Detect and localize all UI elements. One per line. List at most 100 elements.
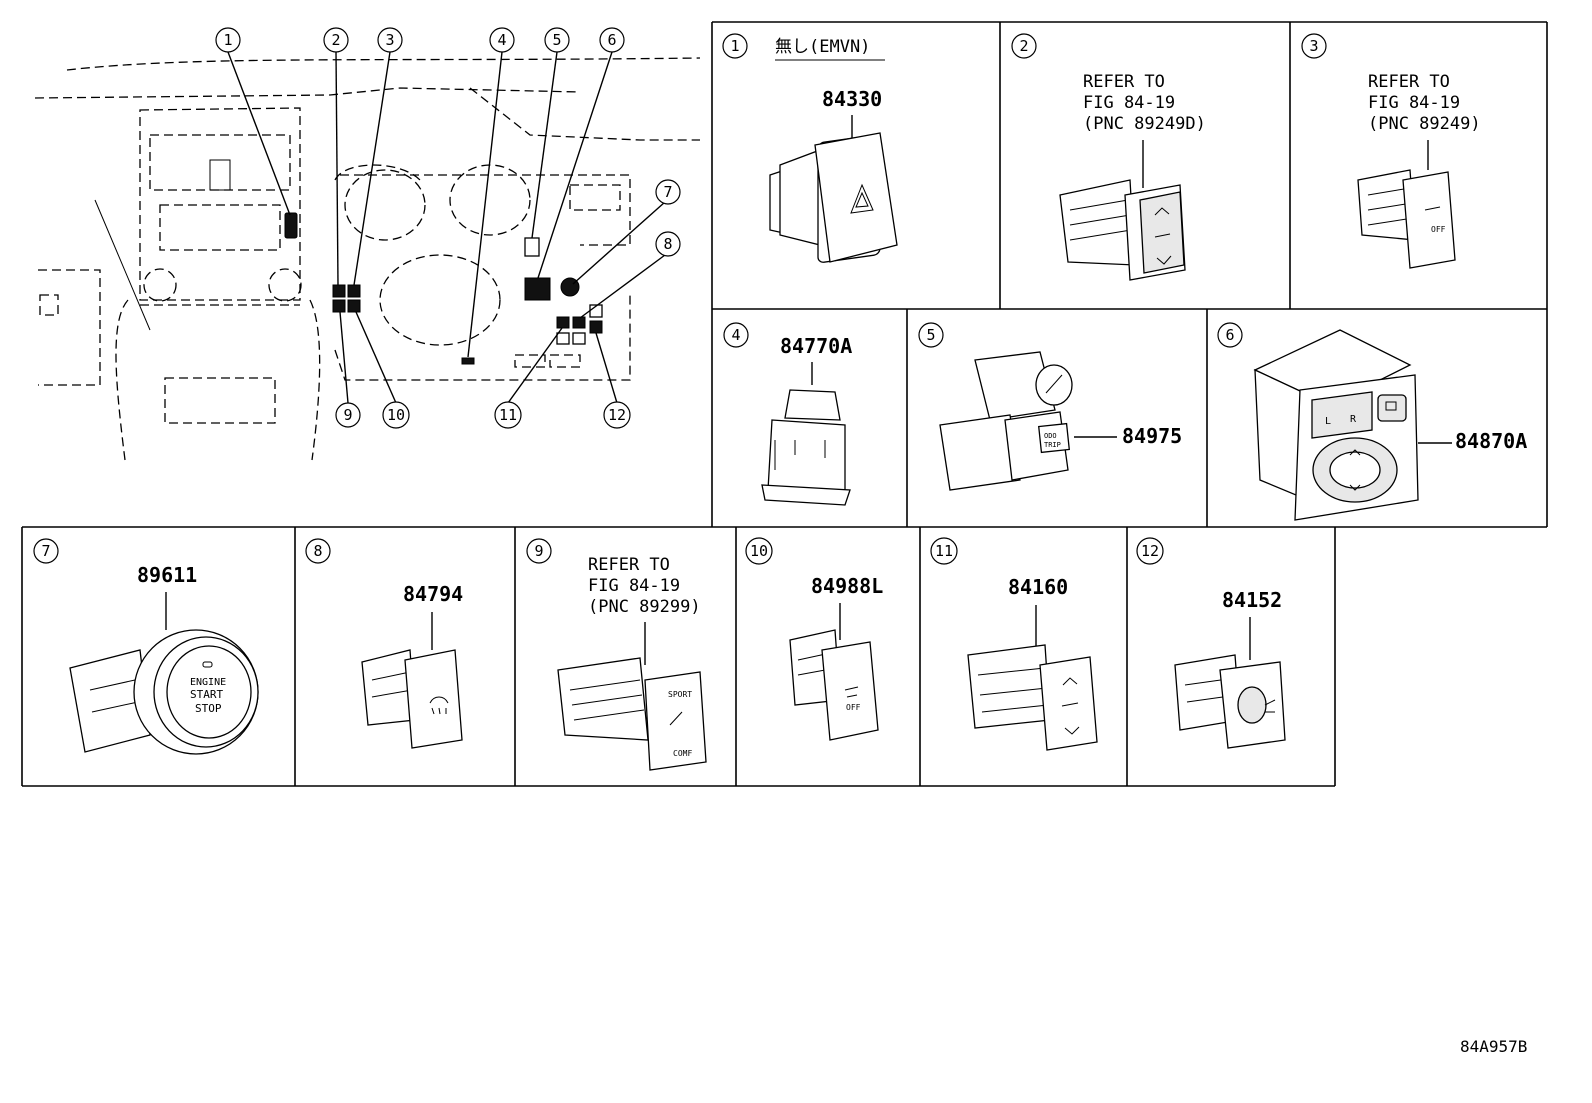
defroster-switch-drawing	[361, 649, 463, 749]
steering-hub	[379, 254, 501, 346]
svg-text:1: 1	[223, 31, 232, 49]
loc-12	[589, 320, 603, 334]
svg-text:REFER TO: REFER TO	[1368, 72, 1450, 92]
svg-text:(PNC 89249D): (PNC 89249D)	[1083, 114, 1206, 134]
svg-text:11: 11	[499, 406, 517, 424]
part-number-84152: 84152	[1222, 588, 1282, 612]
sensor-switch-drawing	[761, 389, 851, 506]
traction-control-switch-drawing: OFF	[789, 629, 879, 741]
loc-empty-b	[556, 332, 570, 345]
dimmer-icon	[1264, 699, 1276, 713]
panel-6: 6 84870A L R	[1217, 322, 1527, 521]
hazard-switch-location	[284, 212, 298, 239]
svg-text:3: 3	[385, 31, 394, 49]
callout-6: 6	[599, 27, 625, 53]
left-trim-line	[94, 199, 151, 331]
part-number-84988L: 84988L	[811, 574, 883, 598]
svg-text:FIG 84-19: FIG 84-19	[1083, 93, 1175, 113]
top-grid	[22, 21, 1548, 528]
loc-empty-c	[572, 332, 586, 345]
panel-10: 10 84988L OFF	[745, 537, 883, 741]
loc-10	[347, 299, 361, 313]
svg-text:TRIP: TRIP	[1044, 441, 1061, 449]
mirror-control-switch-drawing: L R	[1253, 329, 1419, 521]
svg-text:7: 7	[41, 542, 50, 560]
upper-display	[149, 134, 291, 191]
part-number-84794: 84794	[403, 582, 463, 606]
svg-text:9: 9	[343, 406, 352, 424]
svg-text:12: 12	[608, 406, 626, 424]
speedometer	[449, 164, 531, 236]
svg-text:12: 12	[1141, 542, 1159, 560]
left-knob	[143, 268, 177, 302]
arrow-up-icon	[1062, 677, 1078, 686]
loc-8	[572, 316, 586, 329]
svg-text:6: 6	[607, 31, 616, 49]
lower-slot-b	[549, 354, 581, 368]
mirror-heater-switch-drawing: OFF	[1357, 169, 1456, 269]
svg-text:(PNC 89299): (PNC 89299)	[588, 597, 701, 617]
callout-5: 5	[544, 27, 570, 53]
traction-off-icon	[844, 686, 859, 698]
drive-mode-switch-drawing: SPORT COMF	[557, 657, 707, 771]
meter-hood-left	[334, 164, 421, 181]
part-number-84160: 84160	[1008, 575, 1068, 599]
bottom-grid	[21, 527, 1336, 787]
hazard-switch-drawing	[769, 132, 898, 263]
svg-text:REFER TO: REFER TO	[588, 555, 670, 575]
off-label: OFF	[1431, 225, 1446, 234]
mirror-icon	[1424, 206, 1441, 211]
passenger-dash	[38, 269, 101, 386]
svg-text:REFER TO: REFER TO	[1083, 72, 1165, 92]
part-number-89611: 89611	[137, 563, 197, 587]
headlamp-leveling-switch-drawing	[967, 644, 1098, 751]
callout-leaders	[227, 51, 666, 404]
svg-text:1: 1	[730, 37, 739, 55]
dash-upper-edge	[34, 87, 581, 99]
radio-unit	[159, 204, 281, 251]
multi-display	[569, 184, 621, 211]
svg-text:10: 10	[387, 406, 405, 424]
svg-text:SPORT: SPORT	[668, 690, 692, 699]
mirror-fold-switch-drawing	[1059, 179, 1186, 281]
glovebox-latch	[39, 294, 59, 316]
svg-text:OFF: OFF	[846, 703, 861, 712]
svg-text:COMF: COMF	[673, 749, 692, 758]
svg-text:8: 8	[313, 542, 322, 560]
arrow-down-icon	[1349, 484, 1361, 491]
callout-2: 2	[323, 27, 349, 53]
lower-dash-panel	[334, 295, 631, 381]
svg-text:10: 10	[750, 542, 768, 560]
panel-1-note: 無し(EMVN)	[775, 37, 870, 57]
svg-text:FIG 84-19: FIG 84-19	[588, 576, 680, 596]
lower-slot-a	[514, 354, 546, 368]
svg-text:L: L	[1325, 416, 1331, 427]
right-knob	[268, 268, 302, 302]
dashboard-overview	[34, 57, 701, 461]
svg-text:4: 4	[731, 326, 740, 344]
dash-top-outline	[66, 57, 701, 71]
loc-6	[524, 277, 551, 301]
tachometer	[344, 169, 426, 241]
hazard-triangle-icon	[850, 183, 874, 214]
svg-text:11: 11	[935, 542, 953, 560]
svg-text:6: 6	[1225, 326, 1234, 344]
panel-2: 2 REFER TO FIG 84-19 (PNC 89249D)	[1011, 33, 1206, 281]
svg-text:ENGINE: ENGINE	[190, 677, 226, 688]
svg-text:FIG 84-19: FIG 84-19	[1368, 93, 1460, 113]
panel-5: 5 84975 ODO TRIP	[918, 322, 1182, 491]
svg-text:R: R	[1350, 414, 1357, 425]
mirror-icon	[1154, 233, 1171, 238]
arrow-down-icon	[1064, 726, 1080, 735]
console-left-edge	[115, 299, 129, 461]
callout-10: 10	[382, 401, 410, 429]
svg-text:7: 7	[663, 183, 672, 201]
loc-4	[461, 357, 475, 365]
callout-4: 4	[489, 27, 515, 53]
engine-start-button-drawing: ENGINE START STOP	[69, 629, 259, 755]
part-number-84770A: 84770A	[780, 334, 852, 358]
svg-text:8: 8	[663, 235, 672, 253]
diagram-code: 84A957B	[1460, 1037, 1527, 1056]
loc-3	[347, 284, 361, 298]
